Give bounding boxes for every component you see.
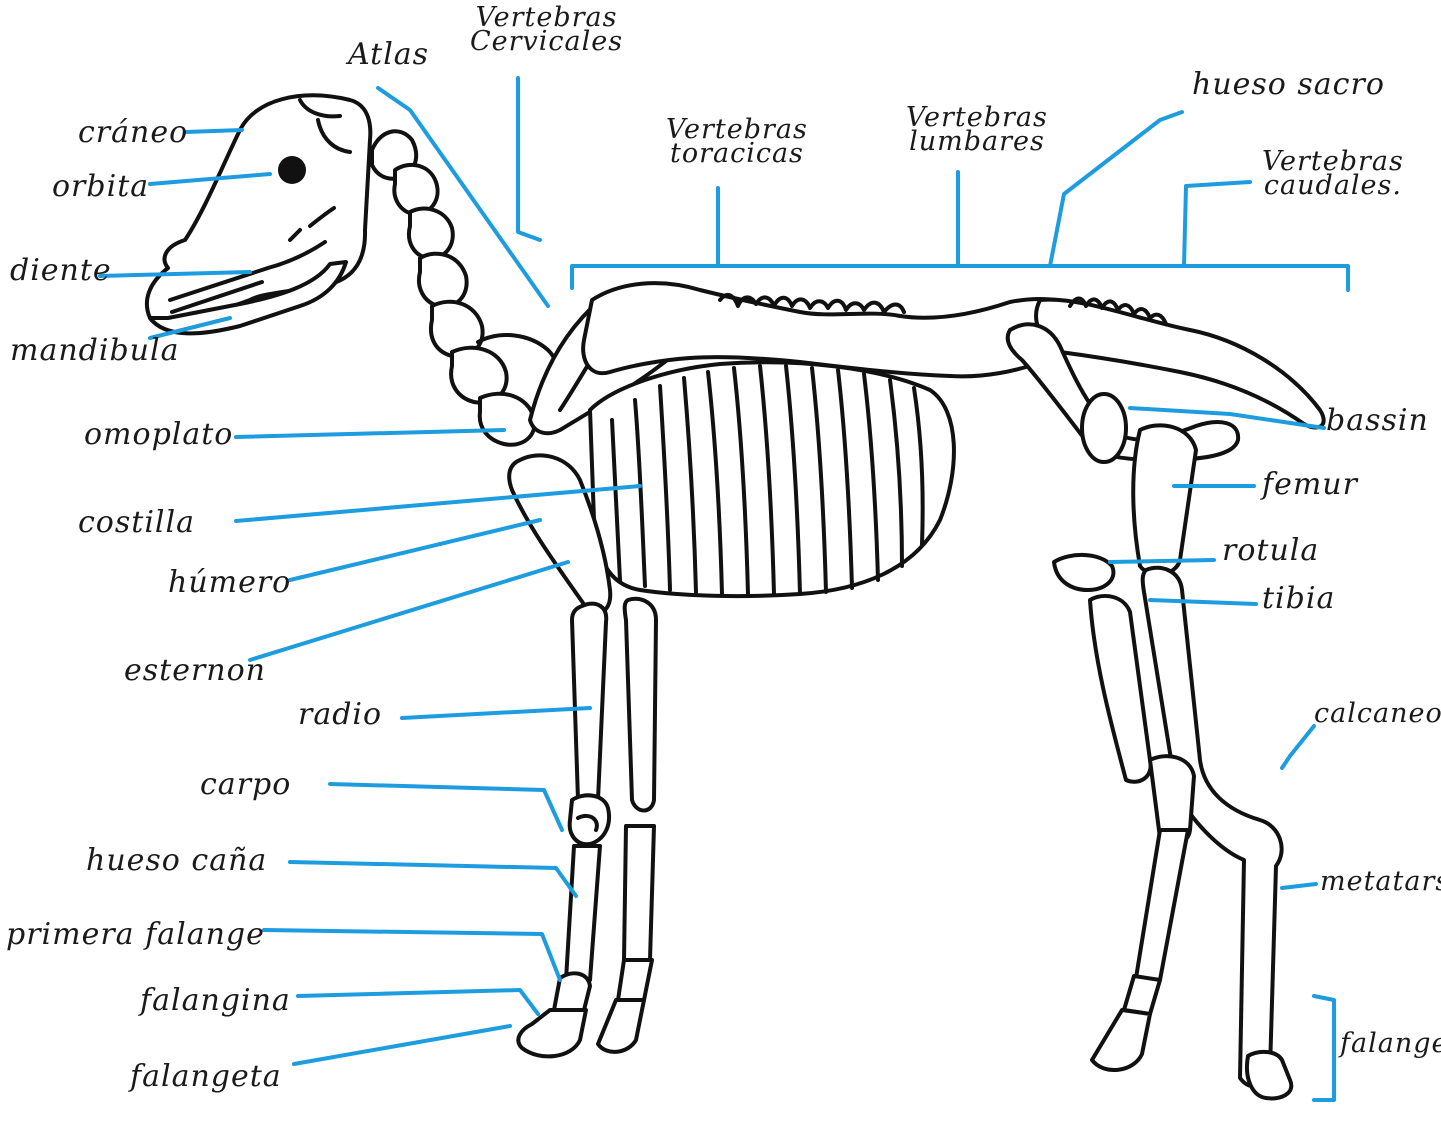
spine bbox=[583, 283, 1074, 376]
label-costilla: costilla bbox=[78, 508, 195, 538]
label-hueso-sacro: hueso sacro bbox=[1192, 70, 1385, 100]
label-falangeta: falangeta bbox=[130, 1062, 282, 1092]
label-rotula: rotula bbox=[1222, 536, 1319, 566]
label-tibia: tibia bbox=[1262, 584, 1335, 614]
label-humero: húmero bbox=[168, 568, 291, 598]
label-primera-falange: primera falange bbox=[6, 920, 265, 950]
orbit-eye bbox=[278, 156, 306, 184]
label-esternon: esternon bbox=[124, 656, 266, 686]
label-vertebras-cervicales: Vertebras Cervicales bbox=[470, 6, 623, 55]
label-bassin: bassin bbox=[1326, 406, 1429, 436]
label-calcaneo: calcaneo bbox=[1314, 700, 1441, 727]
label-vertebras-toracicas: Vertebras toracicas bbox=[666, 118, 808, 167]
cervical-vertebrae bbox=[372, 131, 557, 444]
label-vertebras-lumbares: Vertebras lumbares bbox=[906, 106, 1048, 155]
foreleg-near bbox=[509, 455, 610, 1056]
label-femur: femur bbox=[1262, 470, 1358, 500]
label-orbita: orbita bbox=[52, 172, 149, 202]
label-mandibula: mandibula bbox=[10, 336, 179, 366]
label-metatarso: metatarso bbox=[1320, 868, 1441, 895]
label-falange: falange bbox=[1340, 1030, 1441, 1057]
label-radio: radio bbox=[298, 700, 382, 730]
label-carpo: carpo bbox=[200, 770, 291, 800]
label-vertebras-caudales: Vertebras caudales. bbox=[1262, 150, 1404, 199]
label-diente: diente bbox=[10, 256, 112, 286]
label-falangina: falangina bbox=[140, 986, 291, 1016]
label-atlas: Atlas bbox=[348, 40, 429, 70]
label-hueso-cana: hueso caña bbox=[86, 846, 267, 876]
label-craneo: cráneo bbox=[78, 118, 188, 148]
label-omoplato: omoplato bbox=[84, 420, 233, 450]
